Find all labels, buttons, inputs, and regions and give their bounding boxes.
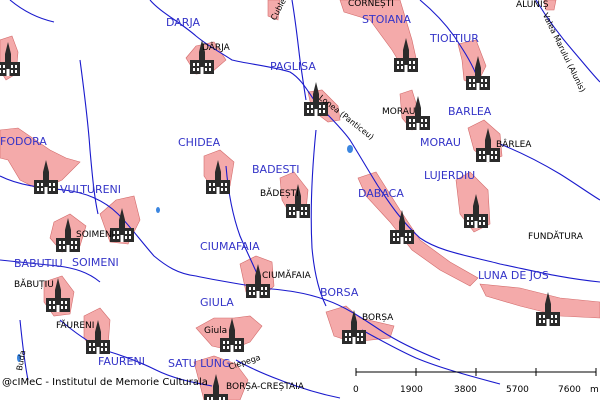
settlement-area [0, 127, 81, 191]
region-label: GIULA [200, 296, 234, 309]
road-path [361, 329, 501, 385]
settlement-area [543, 0, 557, 11]
village-label: BĂDEȘTI [260, 189, 299, 199]
region-label: DARJA [166, 16, 201, 29]
road-path [235, 359, 341, 399]
village-label: BĂBUȚIU [14, 280, 54, 290]
region-label: BARLEA [448, 105, 492, 118]
region-label: DABACA [358, 187, 404, 200]
road-path [19, 319, 29, 381]
region-label: STOIANA [362, 13, 411, 26]
region-label: BADESTI [252, 163, 300, 176]
credit-text: @cIMeC - Institutul de Memorie Culturala [2, 377, 208, 388]
scale-unit: m [590, 385, 599, 395]
region-label: PAGLISA [270, 60, 316, 73]
region-label: CHIDEA [178, 136, 221, 149]
region-label: FAURENI [98, 355, 145, 368]
river-path [291, 0, 307, 101]
region-label: CIUMAFAIA [200, 240, 260, 253]
village-label: CORNEȘTI [348, 0, 394, 9]
pond [156, 207, 160, 213]
scale-label: 7600 [558, 385, 581, 395]
village-label: CIUMĂFAIA [262, 271, 311, 281]
scale-label: 3800 [454, 385, 477, 395]
road-path [535, 0, 600, 83]
village-label: FĂURENI [56, 321, 95, 331]
region-label: BABUTIU [14, 257, 63, 270]
region-label: VULTURENI [60, 183, 122, 196]
scale-label: 1900 [400, 385, 423, 395]
settlement-area [479, 283, 600, 319]
pond [17, 354, 21, 362]
village-label: MORAU [382, 107, 416, 117]
river-path [149, 0, 600, 283]
road-path [419, 0, 477, 75]
scale-bar [355, 368, 597, 376]
village-label: Giula [204, 326, 228, 336]
river-path [59, 319, 213, 387]
region-label: LUNA DE JOS [478, 269, 549, 282]
region-label: TIOLTIUR [430, 32, 479, 45]
river-path [9, 0, 55, 23]
village-label: SOIMENI [76, 230, 115, 240]
village-label: BORȘA [362, 313, 394, 323]
road-path [499, 143, 600, 201]
village-label: ALUNIȘ [516, 0, 549, 10]
village-label: BÂRLEA [496, 140, 532, 150]
village-label: DÂRJA [202, 43, 230, 53]
region-label: LUJERDIU [424, 169, 476, 182]
road-path [79, 59, 99, 215]
pond [347, 145, 353, 153]
region-label: MORAU [420, 136, 461, 149]
region-label: SATU LUNG [168, 357, 231, 370]
settlement-area [193, 355, 249, 400]
region-label: SOIMENI [72, 256, 119, 269]
scale-label: 0 [353, 385, 359, 395]
village-label: FUNDĂTURA [528, 232, 583, 242]
village-label: BORȘA-CREȘTAIA [226, 382, 304, 392]
road-path [0, 259, 101, 283]
river-path [0, 175, 441, 361]
region-label: BORSA [320, 286, 359, 299]
scale-label: 5700 [506, 385, 529, 395]
river-path [310, 129, 327, 307]
settlement-area [267, 0, 281, 21]
region-label: FODORA [0, 135, 47, 148]
